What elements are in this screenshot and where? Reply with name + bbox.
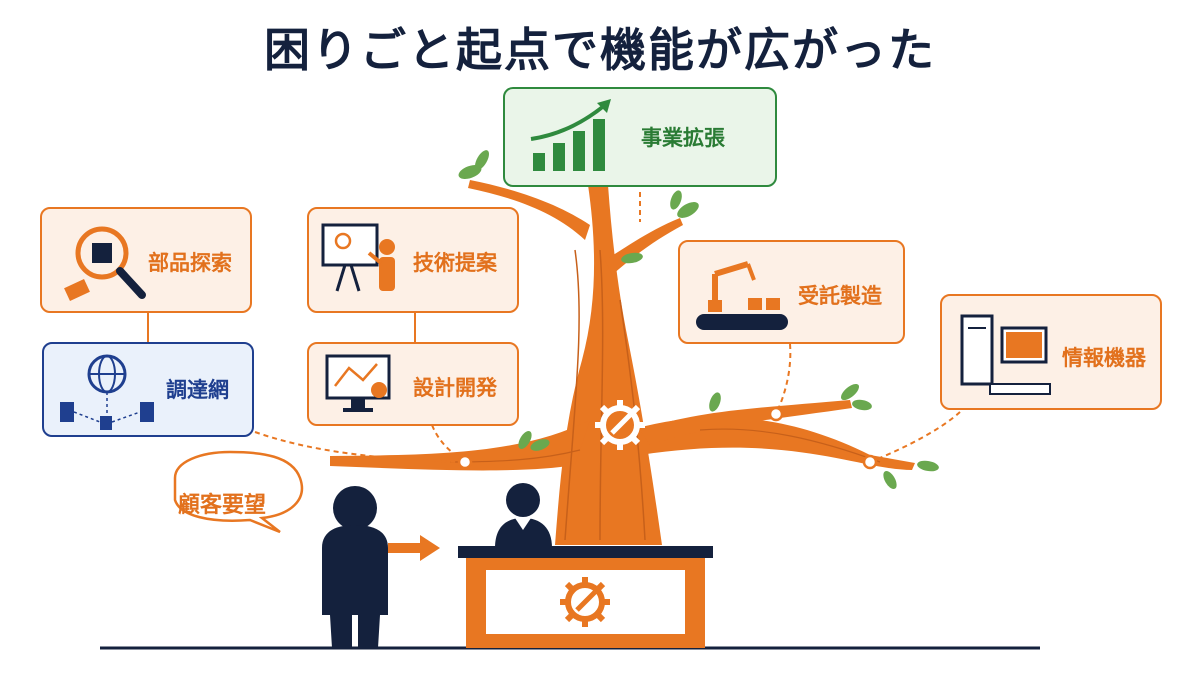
branch-node [768, 406, 784, 422]
magnifier-chip-icon [64, 226, 146, 301]
node-procurement-network: 調達網 [42, 342, 254, 437]
tree-branch-upper-right [605, 218, 683, 275]
staff-person-icon [495, 483, 552, 548]
tree-branch-upper-left [468, 180, 590, 240]
node-design-development-label: 設計開発 [413, 376, 497, 400]
node-parts-search-label: 部品探索 [148, 251, 232, 275]
branch-node [457, 454, 473, 470]
node-contract-manufacturing-label: 受託製造 [798, 284, 882, 308]
presentation-icon [321, 223, 395, 292]
node-tech-proposal: 技術提案 [307, 207, 519, 313]
desk-gear-icon [560, 577, 610, 627]
page-title: 困りごと起点で機能が広がった [264, 23, 936, 77]
connector-manufacturing-branch [775, 343, 792, 415]
computer-icon [960, 314, 1051, 395]
tree-branch-left [330, 420, 590, 471]
speech-bubble-text: 顧客要望 [178, 493, 267, 518]
globe-network-icon [60, 354, 154, 430]
node-information-equipment: 情報機器 [940, 294, 1162, 410]
tree-branch-right-upper [640, 400, 852, 445]
node-parts-search: 部品探索 [40, 207, 252, 313]
node-tech-proposal-label: 技術提案 [413, 251, 497, 275]
node-business-expansion-label: 事業拡張 [641, 126, 725, 150]
node-design-development: 設計開発 [307, 342, 519, 426]
node-contract-manufacturing: 受託製造 [678, 240, 905, 344]
node-information-equipment-label: 情報機器 [1062, 346, 1146, 370]
tree-trunk [555, 185, 662, 545]
speech-bubble [173, 450, 303, 534]
node-procurement-network-label: 調達網 [166, 378, 229, 402]
desk-top [458, 546, 713, 558]
trunk-gear-icon [595, 400, 645, 450]
customer-person-icon [322, 486, 388, 648]
branch-node [862, 454, 878, 470]
connector-equipment-branch [869, 411, 961, 463]
node-business-expansion: 事業拡張 [503, 87, 777, 187]
growth-chart-icon [530, 99, 611, 171]
arrow-icon [388, 535, 440, 561]
leaves [458, 150, 939, 490]
robot-arm-icon [696, 261, 788, 330]
monitor-design-icon [325, 354, 391, 412]
